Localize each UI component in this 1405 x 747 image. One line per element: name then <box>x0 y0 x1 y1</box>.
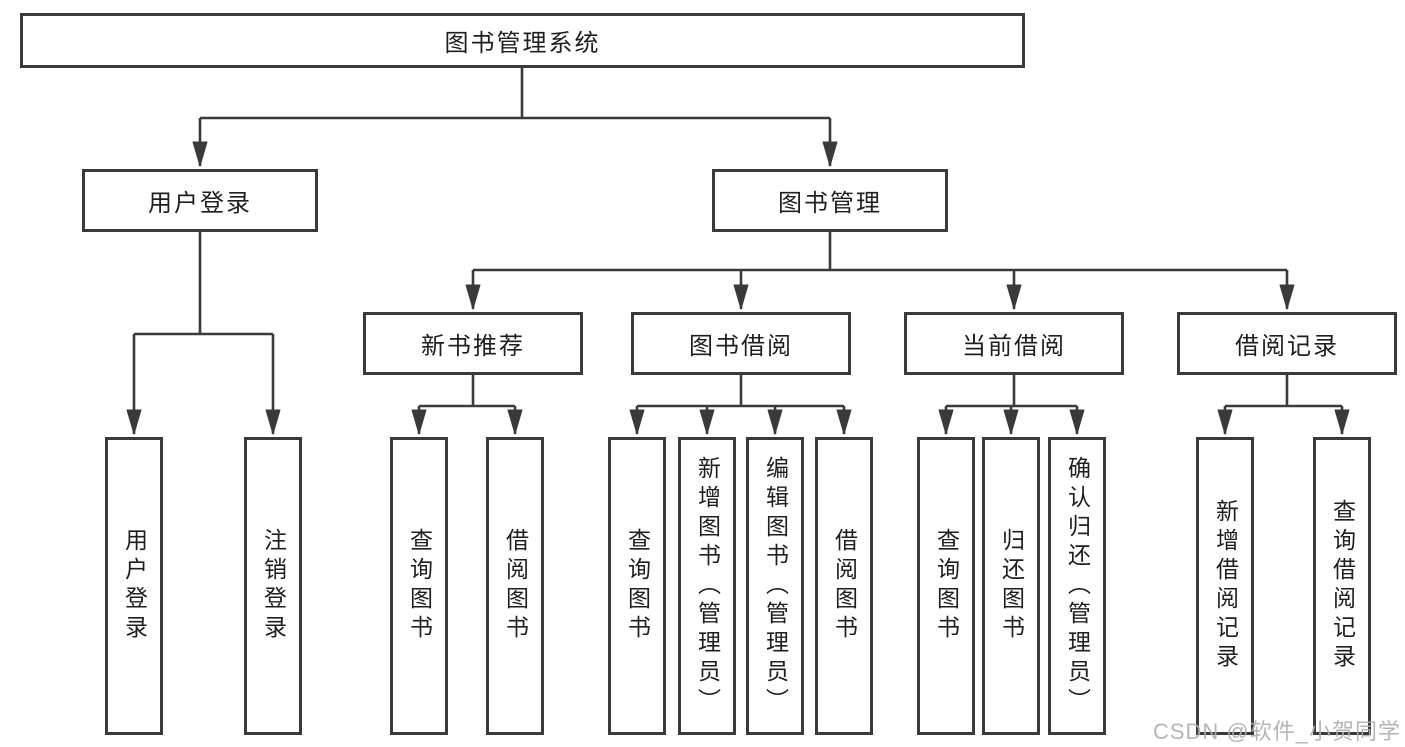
leaf-borrow-books-borrowing-label: 借阅图书 <box>831 528 858 644</box>
edge-current-split <box>946 375 1077 408</box>
node-book-management-label: 图书管理 <box>778 190 882 217</box>
leaf-query-books-recommendation-label: 查询图书 <box>406 528 433 644</box>
edge-book-management-split <box>473 232 1287 272</box>
leaf-add-borrow-record-label: 新增借阅记录 <box>1212 499 1239 673</box>
leaf-edit-book-admin-label: 编辑图书（管理员） <box>762 455 789 717</box>
leaf-add-borrow-record: 新增借阅记录 <box>1196 437 1254 735</box>
leaf-return-books: 归还图书 <box>982 437 1040 735</box>
node-current-borrowing: 当前借阅 <box>904 312 1124 375</box>
leaf-logout-login: 注销登录 <box>244 437 302 735</box>
leaf-user-login-label: 用户登录 <box>121 528 148 644</box>
node-book-management: 图书管理 <box>712 169 948 232</box>
node-book-borrowing-label: 图书借阅 <box>689 333 793 360</box>
watermark-text: CSDN @软件_小贺同学 <box>1152 719 1401 744</box>
leaf-borrow-books-recommendation: 借阅图书 <box>486 437 544 735</box>
node-borrowing-records: 借阅记录 <box>1177 312 1397 375</box>
leaf-query-borrow-record: 查询借阅记录 <box>1313 437 1371 735</box>
node-book-borrowing: 图书借阅 <box>631 312 851 375</box>
node-root: 图书管理系统 <box>20 13 1025 68</box>
node-new-book-recommendation-label: 新书推荐 <box>421 333 525 360</box>
node-root-label: 图书管理系统 <box>444 30 601 57</box>
leaf-query-borrow-record-label: 查询借阅记录 <box>1329 499 1356 673</box>
leaf-edit-book-admin: 编辑图书（管理员） <box>746 437 804 735</box>
leaf-query-books-borrowing: 查询图书 <box>608 437 666 735</box>
node-current-borrowing-label: 当前借阅 <box>962 333 1066 360</box>
edge-recommendation-split <box>419 375 515 408</box>
edge-user-login-split <box>134 232 273 336</box>
leaf-query-books-current-label: 查询图书 <box>933 528 960 644</box>
node-borrowing-records-label: 借阅记录 <box>1235 333 1339 360</box>
leaf-query-books-current: 查询图书 <box>917 437 975 735</box>
leaf-borrow-books-recommendation-label: 借阅图书 <box>502 528 529 644</box>
leaf-user-login: 用户登录 <box>105 437 163 735</box>
leaf-confirm-return-admin: 确认归还（管理员） <box>1048 437 1106 735</box>
leaf-confirm-return-admin-label: 确认归还（管理员） <box>1064 455 1091 717</box>
edge-records-split <box>1225 375 1342 408</box>
edge-borrowing-split <box>637 375 844 408</box>
node-user-login: 用户登录 <box>82 169 318 232</box>
leaf-query-books-recommendation: 查询图书 <box>390 437 448 735</box>
leaf-add-book-admin-label: 新增图书（管理员） <box>694 455 721 717</box>
leaf-query-books-borrowing-label: 查询图书 <box>624 528 651 644</box>
leaf-borrow-books-borrowing: 借阅图书 <box>815 437 873 735</box>
node-user-login-label: 用户登录 <box>148 190 252 217</box>
leaf-add-book-admin: 新增图书（管理员） <box>678 437 736 735</box>
leaf-return-books-label: 归还图书 <box>998 528 1025 644</box>
leaf-logout-login-label: 注销登录 <box>260 528 287 644</box>
edge-root-split <box>200 68 830 120</box>
node-new-book-recommendation: 新书推荐 <box>363 312 583 375</box>
